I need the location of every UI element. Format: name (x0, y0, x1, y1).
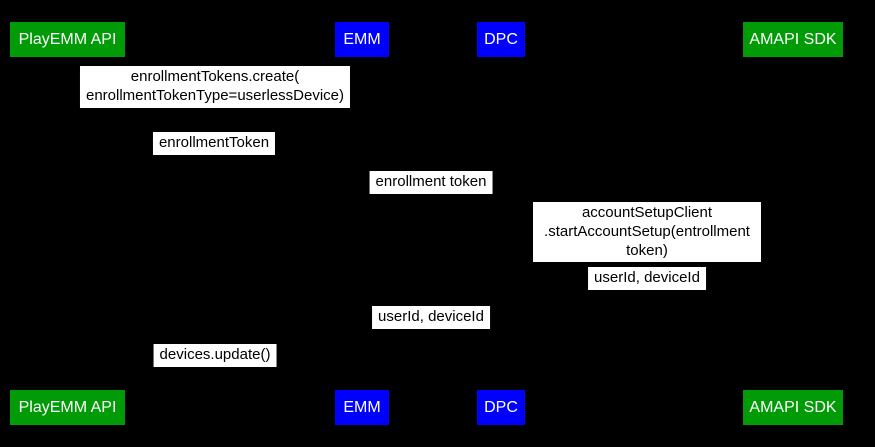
lifeline-amapi-sdk (793, 57, 794, 390)
actor-dpc-bottom: DPC (477, 390, 525, 425)
message-userid-deviceid-to-emm: userId, deviceId (372, 306, 490, 329)
actor-dpc-top: DPC (477, 22, 525, 57)
message-enrollment-tokens-create: enrollmentTokens.create( enrollmentToken… (79, 66, 351, 108)
actor-emm-bottom: EMM (335, 390, 389, 425)
actor-amapi-sdk-top: AMAPI SDK (743, 22, 843, 57)
lifeline-playemm-api (67, 57, 68, 390)
lifeline-dpc (501, 57, 502, 390)
lifeline-emm (362, 57, 363, 390)
message-start-account-setup: accountSetupClient .startAccountSetup(en… (533, 202, 761, 263)
message-userid-deviceid-to-dpc: userId, deviceId (588, 267, 706, 290)
actor-playemm-api-top: PlayEMM API (10, 22, 125, 57)
actor-playemm-api-bottom: PlayEMM API (10, 390, 125, 425)
actor-amapi-sdk-bottom: AMAPI SDK (743, 390, 843, 425)
actor-emm-top: EMM (335, 22, 389, 57)
message-enrollment-token-return: enrollmentToken (152, 132, 276, 155)
message-enrollment-token-to-dpc: enrollment token (369, 171, 493, 194)
message-devices-update: devices.update() (153, 344, 277, 367)
